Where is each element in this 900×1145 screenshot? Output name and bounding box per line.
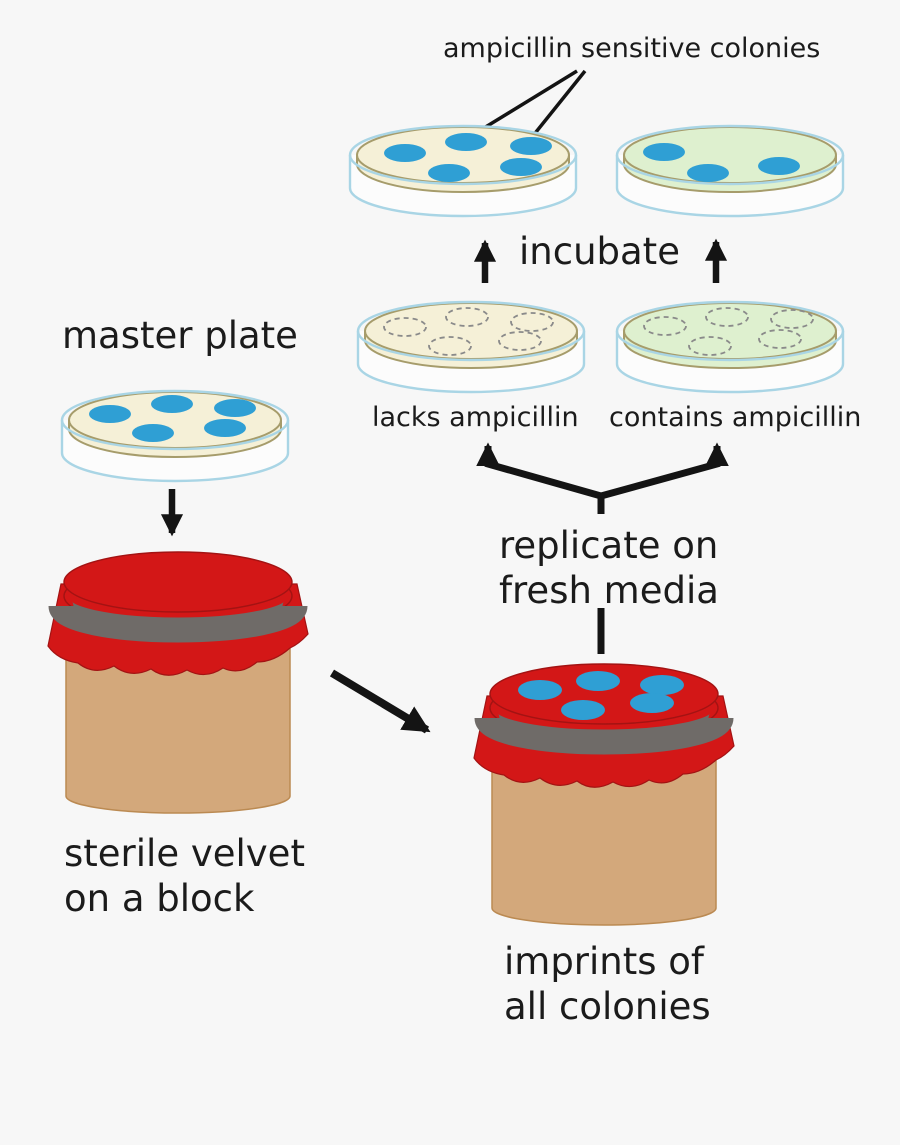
label-sterile-velvet: sterile velvet on a block [64,831,305,921]
velvet-to-imprint-arrow [329,669,431,734]
petri-dish-top-left [348,124,578,218]
petri-dish-mid-right [615,300,845,394]
label-imprints-line1: imprints of [504,940,704,983]
label-sterile-velvet-line2: on a block [64,877,255,920]
colonies [89,395,256,442]
label-replicate: replicate on fresh media [499,523,719,613]
label-replicate-line2: fresh media [499,569,719,612]
imprint-outlines [383,307,554,356]
label-sterile-velvet-line1: sterile velvet [64,832,305,875]
colonies [384,133,552,182]
imprint-outlines [643,307,814,356]
imprint-dots [518,671,684,720]
annotation-ampicillin-sensitive: ampicillin sensitive colonies [443,33,821,64]
petri-dish-mid-left [356,300,586,394]
replicate-branch-arrows [476,442,729,514]
petri-dish-master [60,389,290,483]
colonies [643,143,800,182]
incubate-arrows [473,238,728,283]
label-replicate-line1: replicate on [499,524,719,567]
label-contains-ampicillin: contains ampicillin [609,402,862,433]
label-imprints: imprints of all colonies [504,939,711,1029]
velvet-block-sterile [48,552,308,813]
label-master-plate: master plate [62,314,298,357]
petri-dish-top-right [615,124,845,218]
label-imprints-line2: all colonies [504,985,711,1028]
velvet-block-imprints [474,664,734,925]
label-lacks-ampicillin: lacks ampicillin [372,402,579,433]
label-incubate: incubate [519,230,680,273]
